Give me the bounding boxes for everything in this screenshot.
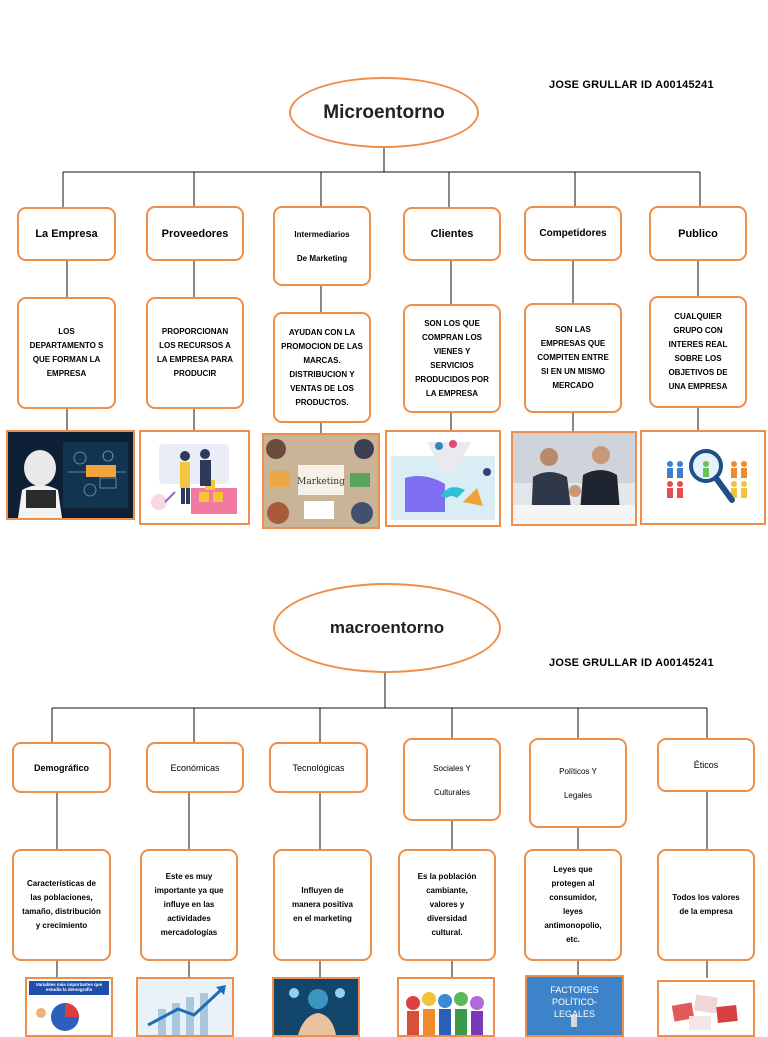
macro-category-politicos: Políticos Y Legales [529, 738, 627, 828]
micro-category-la-empresa: La Empresa [17, 207, 116, 261]
micro-desc-intermediarios: AYUDAN CON LA PROMOCION DE LAS MARCAS. D… [273, 312, 371, 423]
micro-title: Microentorno [323, 101, 445, 123]
micro-category-publico: Publico [649, 206, 747, 261]
economy-growth-icon [136, 977, 234, 1037]
macro-category-economicas: Económicas [146, 742, 244, 793]
macro-category-sociales: Sociales Y Culturales [403, 738, 501, 821]
macro-desc-tecnologicas: Influyen de manera positiva en el market… [273, 849, 372, 961]
micro-desc-clientes: SON LOS QUE COMPRAN LOS VIENES Y SERVICI… [403, 304, 501, 413]
macro-desc-economicas: Este es muy importante ya que influye en… [140, 849, 238, 961]
svg-text:Marketing: Marketing [297, 477, 345, 487]
macro-category-tecnologicas: Tecnológicas [269, 742, 368, 793]
macro-desc-demografico: Características de las poblaciones, tama… [12, 849, 111, 961]
micro-desc-proveedores: PROPORCIONAN LOS RECURSOS A LA EMPRESA P… [146, 297, 244, 409]
arm-wrestling-icon [511, 431, 637, 526]
marketing-laptop-icon [6, 430, 135, 520]
macro-desc-sociales: Es la población cambiante, valores y div… [398, 849, 496, 961]
political-legal-caption: FACTORES POLÍTICO-LEGALES [550, 985, 599, 1019]
micro-category-intermediarios: Intermediarios De Marketing [273, 206, 371, 286]
micro-category-proveedores: Proveedores [146, 206, 244, 261]
micro-title-node: Microentorno [289, 77, 479, 148]
macro-title: macroentorno [329, 618, 445, 637]
demography-chart-icon: Variables más importantes que estudia la… [25, 977, 113, 1037]
macro-category-eticos: Éticos [657, 738, 755, 792]
macro-category-demografico: Demográfico [12, 742, 111, 793]
micro-desc-competidores: SON LAS EMPRESAS QUE COMPITEN ENTRE SI E… [524, 303, 622, 413]
political-legal-icon: FACTORES POLÍTICO-LEGALES [525, 975, 624, 1037]
micro-category-competidores: Competidores [524, 206, 622, 261]
micro-desc-la-empresa: LOS DEPARTAMENTO S QUE FORMAN LA EMPRESA [17, 297, 116, 409]
culture-crowd-icon [397, 977, 495, 1037]
suppliers-handshake-icon [139, 430, 250, 525]
marketing-team-icon: Marketing [262, 433, 380, 529]
magnifier-people-icon [640, 430, 766, 525]
ethics-puzzle-icon [657, 980, 755, 1037]
micro-category-clientes: Clientes [403, 207, 501, 261]
macro-author: JOSE GRULLAR ID A00145241 [549, 657, 714, 669]
technology-hand-icon [272, 977, 360, 1037]
micro-author: JOSE GRULLAR ID A00145241 [549, 79, 714, 91]
micro-desc-publico: CUALQUIER GRUPO CON INTERES REAL SOBRE L… [649, 296, 747, 408]
customers-funnel-icon [385, 430, 501, 527]
demography-caption: Variables más importantes que estudia la… [35, 982, 103, 992]
macro-desc-politicos: Leyes que protegen al consumidor, leyes … [524, 849, 622, 961]
macro-title-node: macroentorno [273, 583, 501, 673]
macro-desc-eticos: Todos los valores de la empresa [657, 849, 755, 961]
